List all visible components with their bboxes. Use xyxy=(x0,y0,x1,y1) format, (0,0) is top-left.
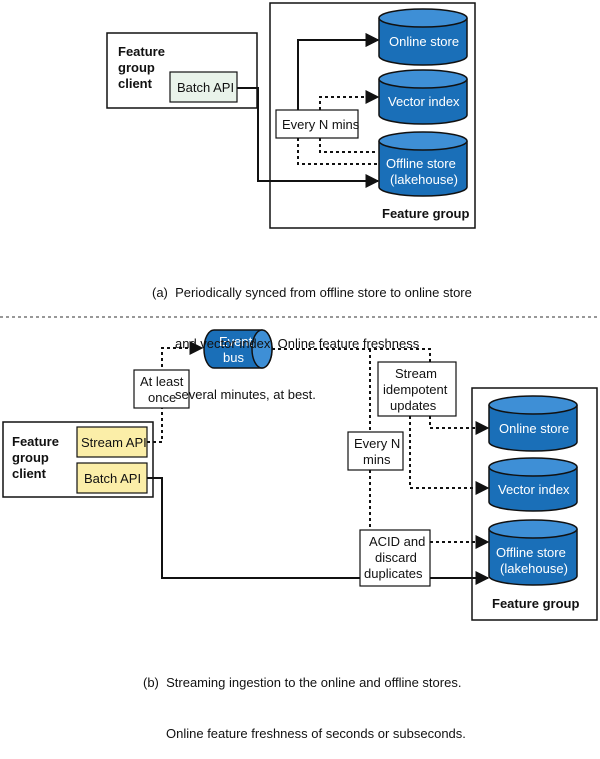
every-n-mins-b xyxy=(347,431,404,471)
offline-store-cylinder-a: Offline store (lakehouse) xyxy=(378,131,468,197)
vector-index-b-label: Vector index xyxy=(498,482,570,497)
client-label-a-1: Feature xyxy=(118,44,165,59)
stream-api-b-label: Stream API xyxy=(81,435,147,450)
caption-a: (a) Periodically synced from offline sto… xyxy=(152,250,472,420)
vector-index-cylinder-a: Vector index xyxy=(378,69,468,125)
stream-to-vector-line xyxy=(409,416,490,495)
feature-group-label-b: Feature group xyxy=(492,596,579,611)
caption-a-line-3: several minutes, at best. xyxy=(175,387,316,402)
acid-label-3: duplicates xyxy=(364,566,423,581)
offline-store-b-label-2: (lakehouse) xyxy=(500,561,568,576)
every-n-mins-a-label: Every N mins xyxy=(282,117,360,132)
stream-idempotent-label-1: Stream xyxy=(395,366,437,381)
acid-box xyxy=(359,529,431,587)
batch-api-b-label: Batch API xyxy=(84,471,141,486)
diagram-canvas: Feature group Feature group client Batch… xyxy=(0,2,600,621)
event-bus-label-1: Event xyxy=(219,334,253,349)
caption-b-line-2: Online feature freshness of seconds or s… xyxy=(166,726,466,741)
batch-to-offline-arrow-b xyxy=(147,477,490,585)
stream-idempotent-label-2: idempotent xyxy=(383,382,448,397)
batch-to-offline-arrow-a xyxy=(237,87,380,188)
stream-to-online-line xyxy=(429,416,490,435)
every-n-mins-b-label-2: mins xyxy=(363,452,391,467)
offline-store-b-label-1: Offline store xyxy=(496,545,566,560)
sync-line-vector-a xyxy=(319,90,380,110)
client-label-a-3: client xyxy=(118,76,153,91)
every-n-mins-b-label-1: Every N xyxy=(354,436,400,451)
offline-store-a-label-1: Offline store xyxy=(386,156,456,171)
at-least-once-box xyxy=(133,369,190,409)
online-store-cylinder-a: Online store xyxy=(378,8,468,66)
sync-line-offline-a xyxy=(319,138,378,153)
batch-api-a-label: Batch API xyxy=(177,80,234,95)
batch-api-b xyxy=(76,462,148,494)
client-label-b-3: client xyxy=(12,466,47,481)
event-bus-cylinder: Event bus xyxy=(203,329,273,369)
stream-idempotent-box xyxy=(377,361,457,417)
caption-b: (b) Streaming ingestion to the online an… xyxy=(143,640,466,759)
client-label-a-2: group xyxy=(118,60,155,75)
feature-group-label-a: Feature group xyxy=(382,206,469,221)
client-label-b-2: group xyxy=(12,450,49,465)
vector-index-cylinder-b: Vector index xyxy=(488,457,578,512)
every-n-mins-a xyxy=(275,109,359,139)
client-label-b-1: Feature xyxy=(12,434,59,449)
online-store-cylinder-b: Online store xyxy=(488,395,578,452)
acid-label-1: ACID and xyxy=(369,534,425,549)
offline-store-cylinder-b: Offline store (lakehouse) xyxy=(488,519,578,586)
online-store-a-label: Online store xyxy=(389,34,459,49)
stream-api-b xyxy=(76,426,148,458)
sync-line-offline-a2 xyxy=(297,138,378,165)
sync-line-online-a xyxy=(297,33,380,122)
at-least-once-label-1: At least xyxy=(140,374,184,389)
offline-store-a-label-2: (lakehouse) xyxy=(390,172,458,187)
stream-idempotent-label-3: updates xyxy=(390,398,437,413)
online-store-b-label: Online store xyxy=(499,421,569,436)
caption-b-line-1: (b) Streaming ingestion to the online an… xyxy=(143,675,462,690)
eventbus-out-line xyxy=(272,348,431,362)
batch-api-a xyxy=(169,71,238,103)
acid-label-2: discard xyxy=(375,550,417,565)
event-bus-label-2: bus xyxy=(223,350,244,365)
caption-a-line-1: (a) Periodically synced from offline sto… xyxy=(152,285,472,300)
vector-index-a-label: Vector index xyxy=(388,94,460,109)
caption-a-line-2: and vector index. Online feature freshne… xyxy=(175,336,420,351)
at-least-once-label-2: once xyxy=(148,390,176,405)
